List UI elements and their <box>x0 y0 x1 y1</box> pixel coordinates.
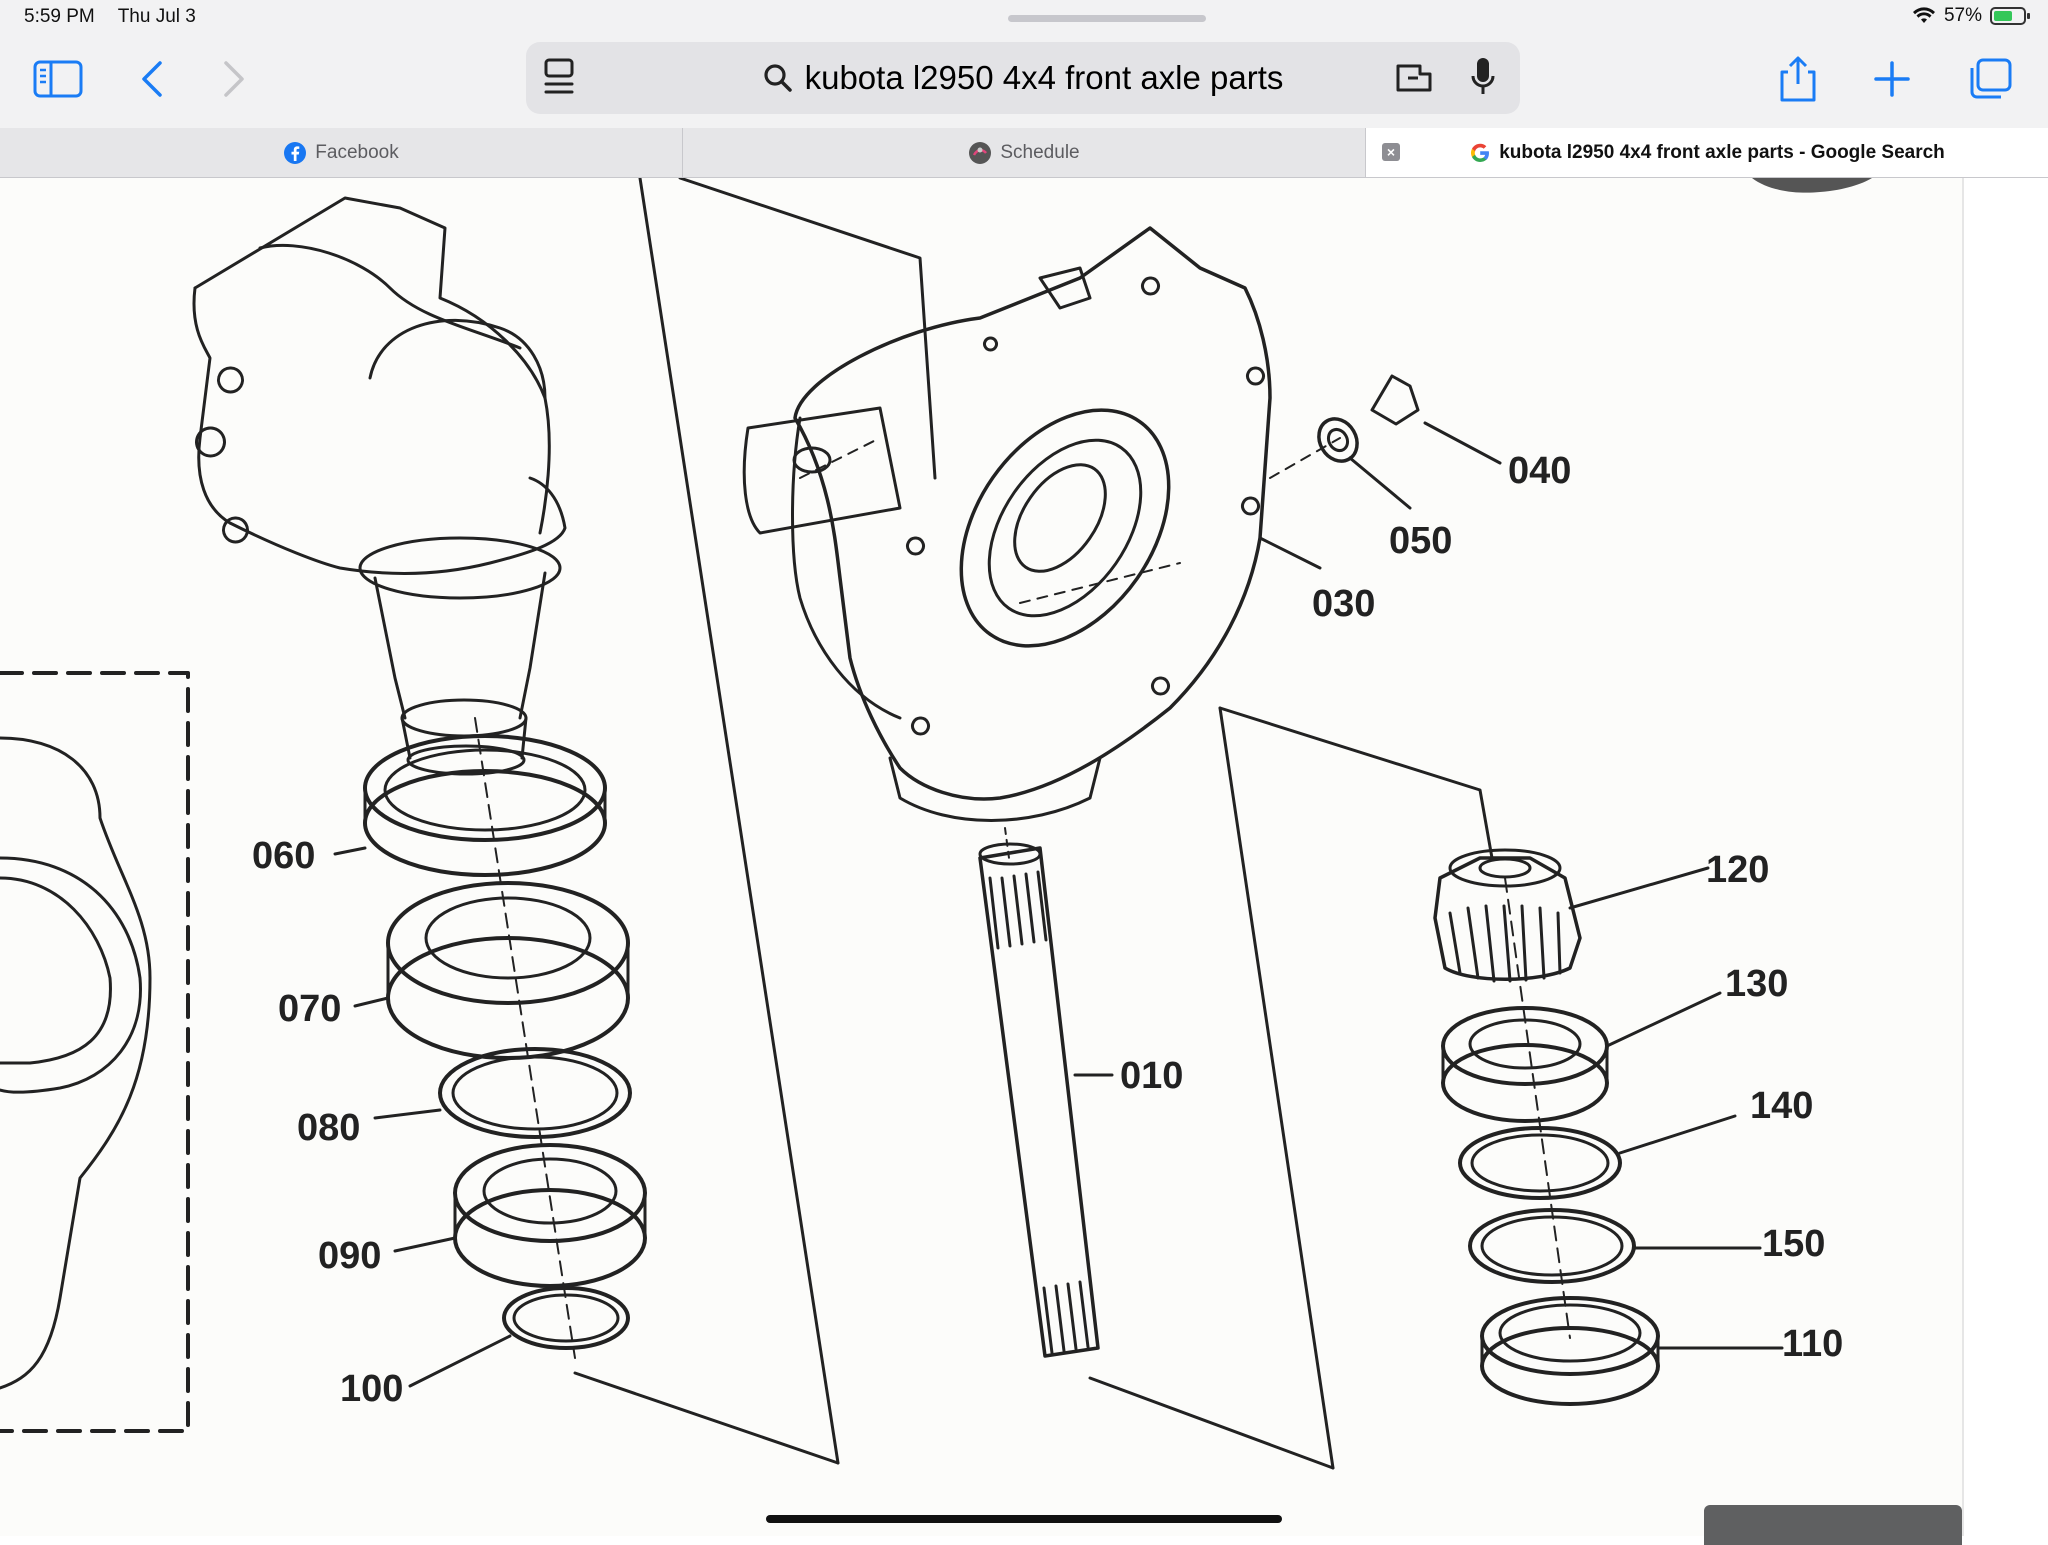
battery-icon <box>1990 7 2030 25</box>
sidebar-button[interactable] <box>30 54 86 104</box>
part-label-030: 030 <box>1312 583 1375 625</box>
part-label-010: 010 <box>1120 1055 1183 1097</box>
safari-toolbar: kubota l2950 4x4 front axle parts <box>0 36 2048 128</box>
part-label-100: 100 <box>340 1368 403 1410</box>
google-icon <box>1471 143 1490 162</box>
chevron-right-icon <box>224 61 244 97</box>
tab-label: Facebook <box>315 141 399 163</box>
tab-bar: Facebook Schedule × kubota l2950 4x4 fro… <box>0 128 2048 178</box>
back-button[interactable] <box>124 54 180 104</box>
close-tab-button[interactable]: × <box>1382 143 1400 161</box>
share-icon <box>1780 56 1816 102</box>
tabs-icon <box>1970 58 2012 99</box>
parts-diagram: 040 050 030 060 070 080 090 100 010 120 … <box>0 178 1872 1470</box>
image-size-badge <box>1704 1505 1962 1545</box>
forward-button[interactable] <box>206 54 262 104</box>
multitasking-grabber[interactable] <box>1008 15 1206 22</box>
part-label-140: 140 <box>1750 1085 1813 1127</box>
part-label-150: 150 <box>1762 1223 1825 1265</box>
page-menu-icon <box>544 58 574 94</box>
tab-label: Schedule <box>1000 141 1080 163</box>
chevron-left-icon <box>142 61 162 97</box>
status-date: Thu Jul 3 <box>117 6 196 27</box>
site-icon <box>969 141 992 164</box>
part-label-040: 040 <box>1508 450 1571 492</box>
part-label-120: 120 <box>1706 849 1769 891</box>
part-label-050: 050 <box>1389 520 1452 562</box>
search-icon <box>763 64 792 92</box>
microphone-icon <box>1471 58 1495 94</box>
extensions-icon <box>1396 64 1432 92</box>
tab-facebook[interactable]: Facebook <box>0 128 683 177</box>
image-viewer[interactable]: 040 050 030 060 070 080 090 100 010 120 … <box>0 178 1962 1536</box>
status-time: 5:59 PM <box>24 6 95 27</box>
address-bar[interactable]: kubota l2950 4x4 front axle parts <box>526 42 1520 114</box>
tab-google-search[interactable]: × kubota l2950 4x4 front axle parts - Go… <box>1366 128 2048 177</box>
home-indicator[interactable] <box>766 1515 1282 1523</box>
part-label-080: 080 <box>297 1107 360 1149</box>
status-left: 5:59 PM Thu Jul 3 <box>24 6 214 28</box>
right-margin <box>1962 178 2048 1536</box>
plus-icon <box>1874 61 1910 97</box>
part-label-090: 090 <box>318 1235 381 1277</box>
new-tab-button[interactable] <box>1864 54 1920 104</box>
tab-schedule[interactable]: Schedule <box>683 128 1366 177</box>
reader-button[interactable] <box>1394 58 1436 103</box>
page-menu-button[interactable] <box>542 56 576 105</box>
voice-search-button[interactable] <box>1470 56 1496 105</box>
share-button[interactable] <box>1770 54 1826 104</box>
status-bar: 5:59 PM Thu Jul 3 57% <box>0 0 2048 36</box>
facebook-icon <box>284 141 307 164</box>
search-query[interactable]: kubota l2950 4x4 front axle parts <box>804 59 1284 96</box>
tab-label: kubota l2950 4x4 front axle parts - Goog… <box>1499 141 1945 163</box>
close-icon: × <box>1386 144 1396 160</box>
part-label-110: 110 <box>1782 1323 1843 1365</box>
sidebar-icon <box>33 60 83 98</box>
tabs-overview-button[interactable] <box>1962 54 2018 104</box>
status-right: 57% <box>1912 5 2030 27</box>
part-label-060: 060 <box>252 835 315 877</box>
battery-percent: 57% <box>1943 5 1982 26</box>
part-label-130: 130 <box>1725 963 1788 1005</box>
wifi-icon <box>1912 7 1935 23</box>
part-label-070: 070 <box>278 988 341 1030</box>
